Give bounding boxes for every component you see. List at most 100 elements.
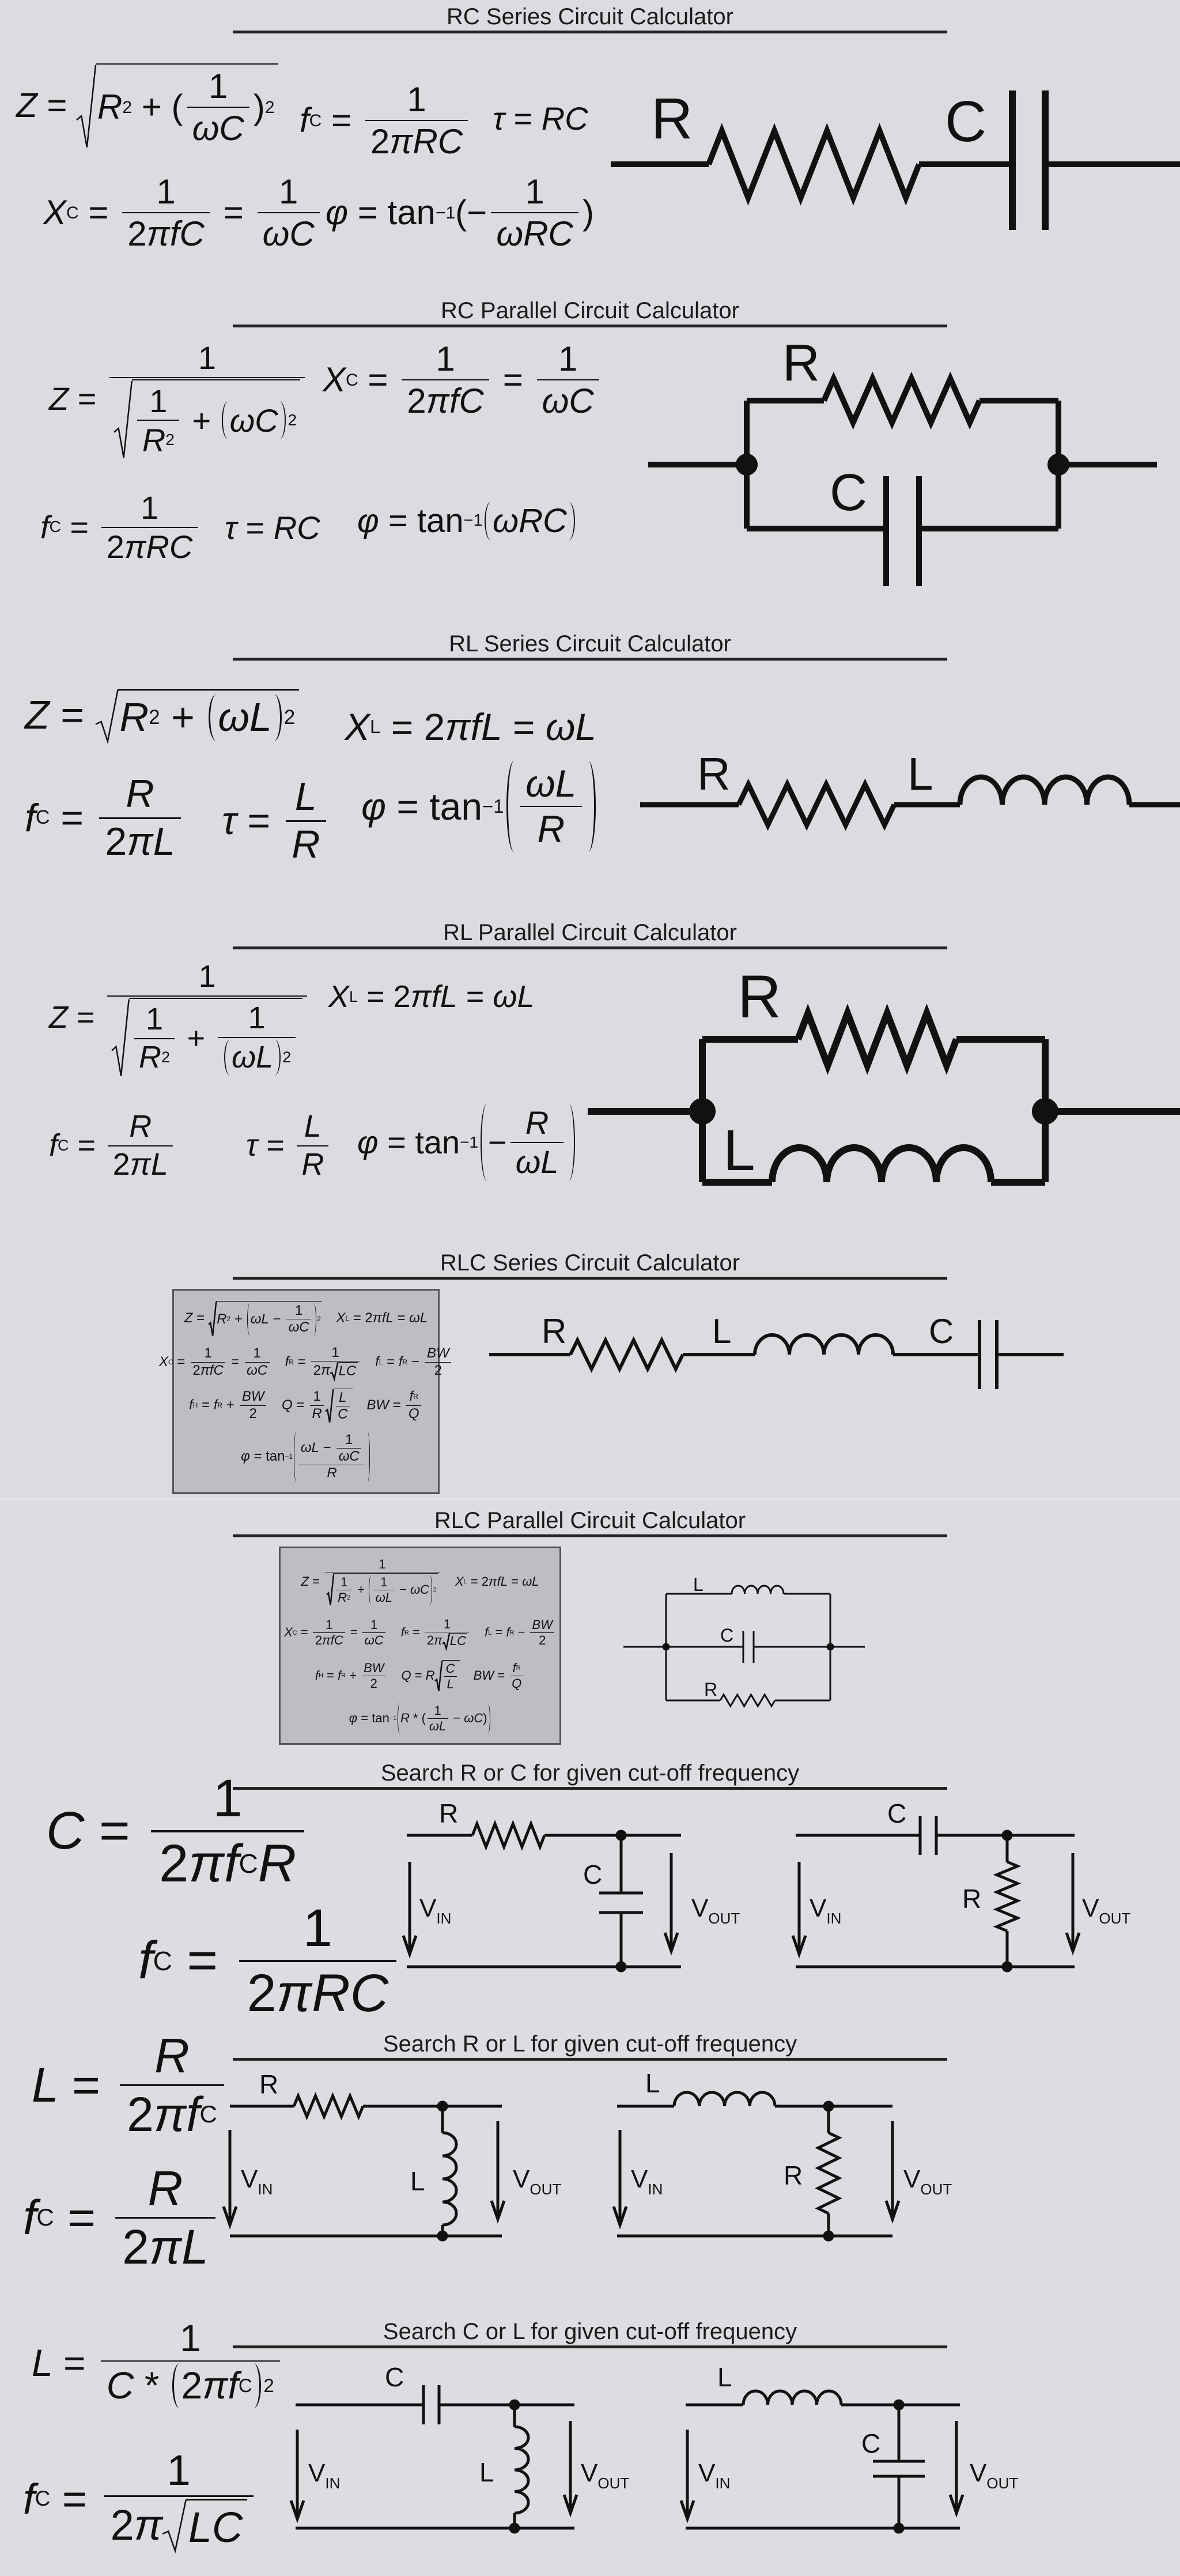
junction-dot <box>823 2230 834 2242</box>
resistor-symbol <box>471 1820 546 1851</box>
vin-label: VIN <box>308 2459 340 2492</box>
numerator: L <box>286 775 326 822</box>
capacitor-label: C <box>929 1312 954 1351</box>
formula-subscript: L <box>463 1578 467 1585</box>
formula-operator: − <box>514 1625 529 1640</box>
formula-subscript: L <box>345 1314 350 1322</box>
formula-subscript: C <box>153 1945 172 1976</box>
formula-operator: = <box>84 1801 145 1861</box>
formula-variable: ωL <box>218 695 272 740</box>
formula-operator: 1 <box>443 1616 451 1631</box>
formula-operator: 1 <box>179 2317 201 2359</box>
formula-variable: πL <box>130 1146 168 1182</box>
formula-operator: 2 <box>112 1146 130 1182</box>
formula-variable: π <box>433 1632 442 1647</box>
wire <box>686 2403 960 2530</box>
formula-operator: 1 <box>558 340 578 378</box>
inductor-symbol <box>514 2425 530 2515</box>
formula-variable: π <box>134 2500 163 2549</box>
square-root: LC <box>442 1632 468 1649</box>
formula-operator: ) <box>483 1711 487 1726</box>
denominator: R <box>286 822 326 867</box>
junction-dot <box>1047 454 1069 476</box>
vin-label: VIN <box>631 2165 663 2198</box>
formula-operator: 1 <box>434 1703 441 1718</box>
junction-dot <box>509 2522 520 2534</box>
formula-variable: ωC <box>464 1711 483 1726</box>
denominator: 2 <box>368 1676 379 1691</box>
junction-dot <box>826 1643 834 1651</box>
numerator: BW <box>425 1346 452 1363</box>
vin-label: VIN <box>241 2165 273 2198</box>
formula-variable: R <box>292 823 320 867</box>
numerator: 1 <box>402 340 489 381</box>
formula-operator: = tan <box>249 1449 285 1465</box>
formula-variable: X <box>323 360 346 399</box>
right-paren-icon <box>279 401 286 440</box>
formula-variable: R <box>148 2161 183 2215</box>
rlc-series-circuit: R L C <box>489 1312 1064 1389</box>
formula-subscript: R <box>404 1629 409 1636</box>
formula-superscript: 2 <box>149 706 160 729</box>
numerator: 1 <box>336 1432 362 1449</box>
formula-variable: ωC <box>262 214 315 253</box>
formula-subscript: R <box>341 1672 346 1680</box>
numerator: 1 <box>104 2447 254 2498</box>
inductor-label: L <box>693 1574 704 1595</box>
formula-variable: L <box>294 775 317 819</box>
formula-variable: τ <box>225 510 237 546</box>
formula-superscript: −1 <box>482 795 504 817</box>
formula-superscript: 2 <box>317 1315 321 1323</box>
formula-variable: f <box>315 1668 319 1683</box>
formula-superscript: −1 <box>285 1452 293 1461</box>
numerator: 1 <box>137 382 180 421</box>
denominator: ωC <box>258 213 320 252</box>
formula-subscript: C <box>239 1848 258 1879</box>
capacitor-label: C <box>830 464 867 522</box>
formula-operator: − <box>487 1124 507 1161</box>
formula-operator: (− <box>455 193 487 232</box>
formula-variable: πfL <box>372 1310 394 1326</box>
formula-operator: ) <box>253 88 265 127</box>
formula-variable: R <box>537 808 565 851</box>
right-paren-icon <box>588 761 596 852</box>
numerator: 1 <box>257 173 320 214</box>
title-rc-parallel: RC Parallel Circuit Calculator <box>233 298 947 327</box>
formula-variable: πf <box>188 1834 239 1893</box>
vin-label: VIN <box>419 1894 451 1927</box>
formula-operator: 1 <box>149 382 168 419</box>
formula-variable: f <box>23 2190 37 2245</box>
right-paren-icon <box>568 501 575 541</box>
formula-variable: BW <box>364 1660 384 1675</box>
left-paren-icon <box>293 1431 297 1482</box>
resistor-label: R <box>962 1884 981 1914</box>
formula-variable: φ <box>357 1124 379 1161</box>
radical-sign-icon <box>435 1660 442 1691</box>
formula-operator: − <box>407 1354 423 1370</box>
inductor-label: L <box>410 2166 425 2196</box>
formula-subscript: C <box>309 111 322 130</box>
resistor-symbol <box>292 2092 365 2121</box>
